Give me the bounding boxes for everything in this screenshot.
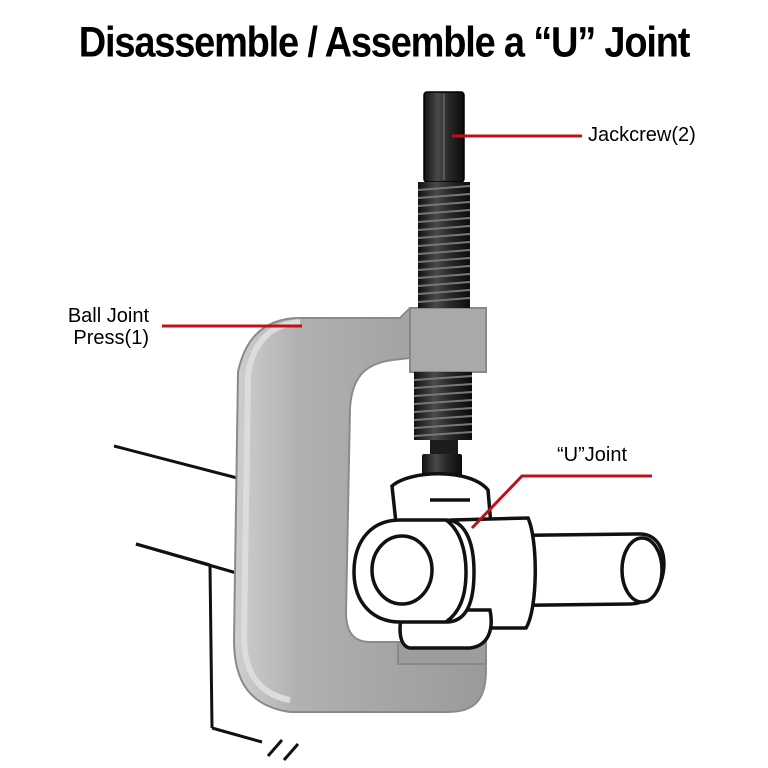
label-ball-joint-press: Ball Joint Press(1) (44, 305, 149, 349)
leader-lines (162, 134, 652, 530)
jackscrew (413, 91, 473, 496)
u-joint-illustration (352, 472, 666, 650)
support-block-outline (113, 444, 300, 761)
label-press-line1: Ball Joint (67, 305, 149, 327)
label-u-joint: “U”Joint (557, 444, 628, 466)
label-jackscrew: Jackcrew(2) (588, 124, 696, 146)
page-title: Disassemble / Assemble a “U” Joint (78, 19, 691, 67)
leader-ujoint (470, 474, 652, 530)
label-press-line2: Press(1) (73, 327, 149, 349)
